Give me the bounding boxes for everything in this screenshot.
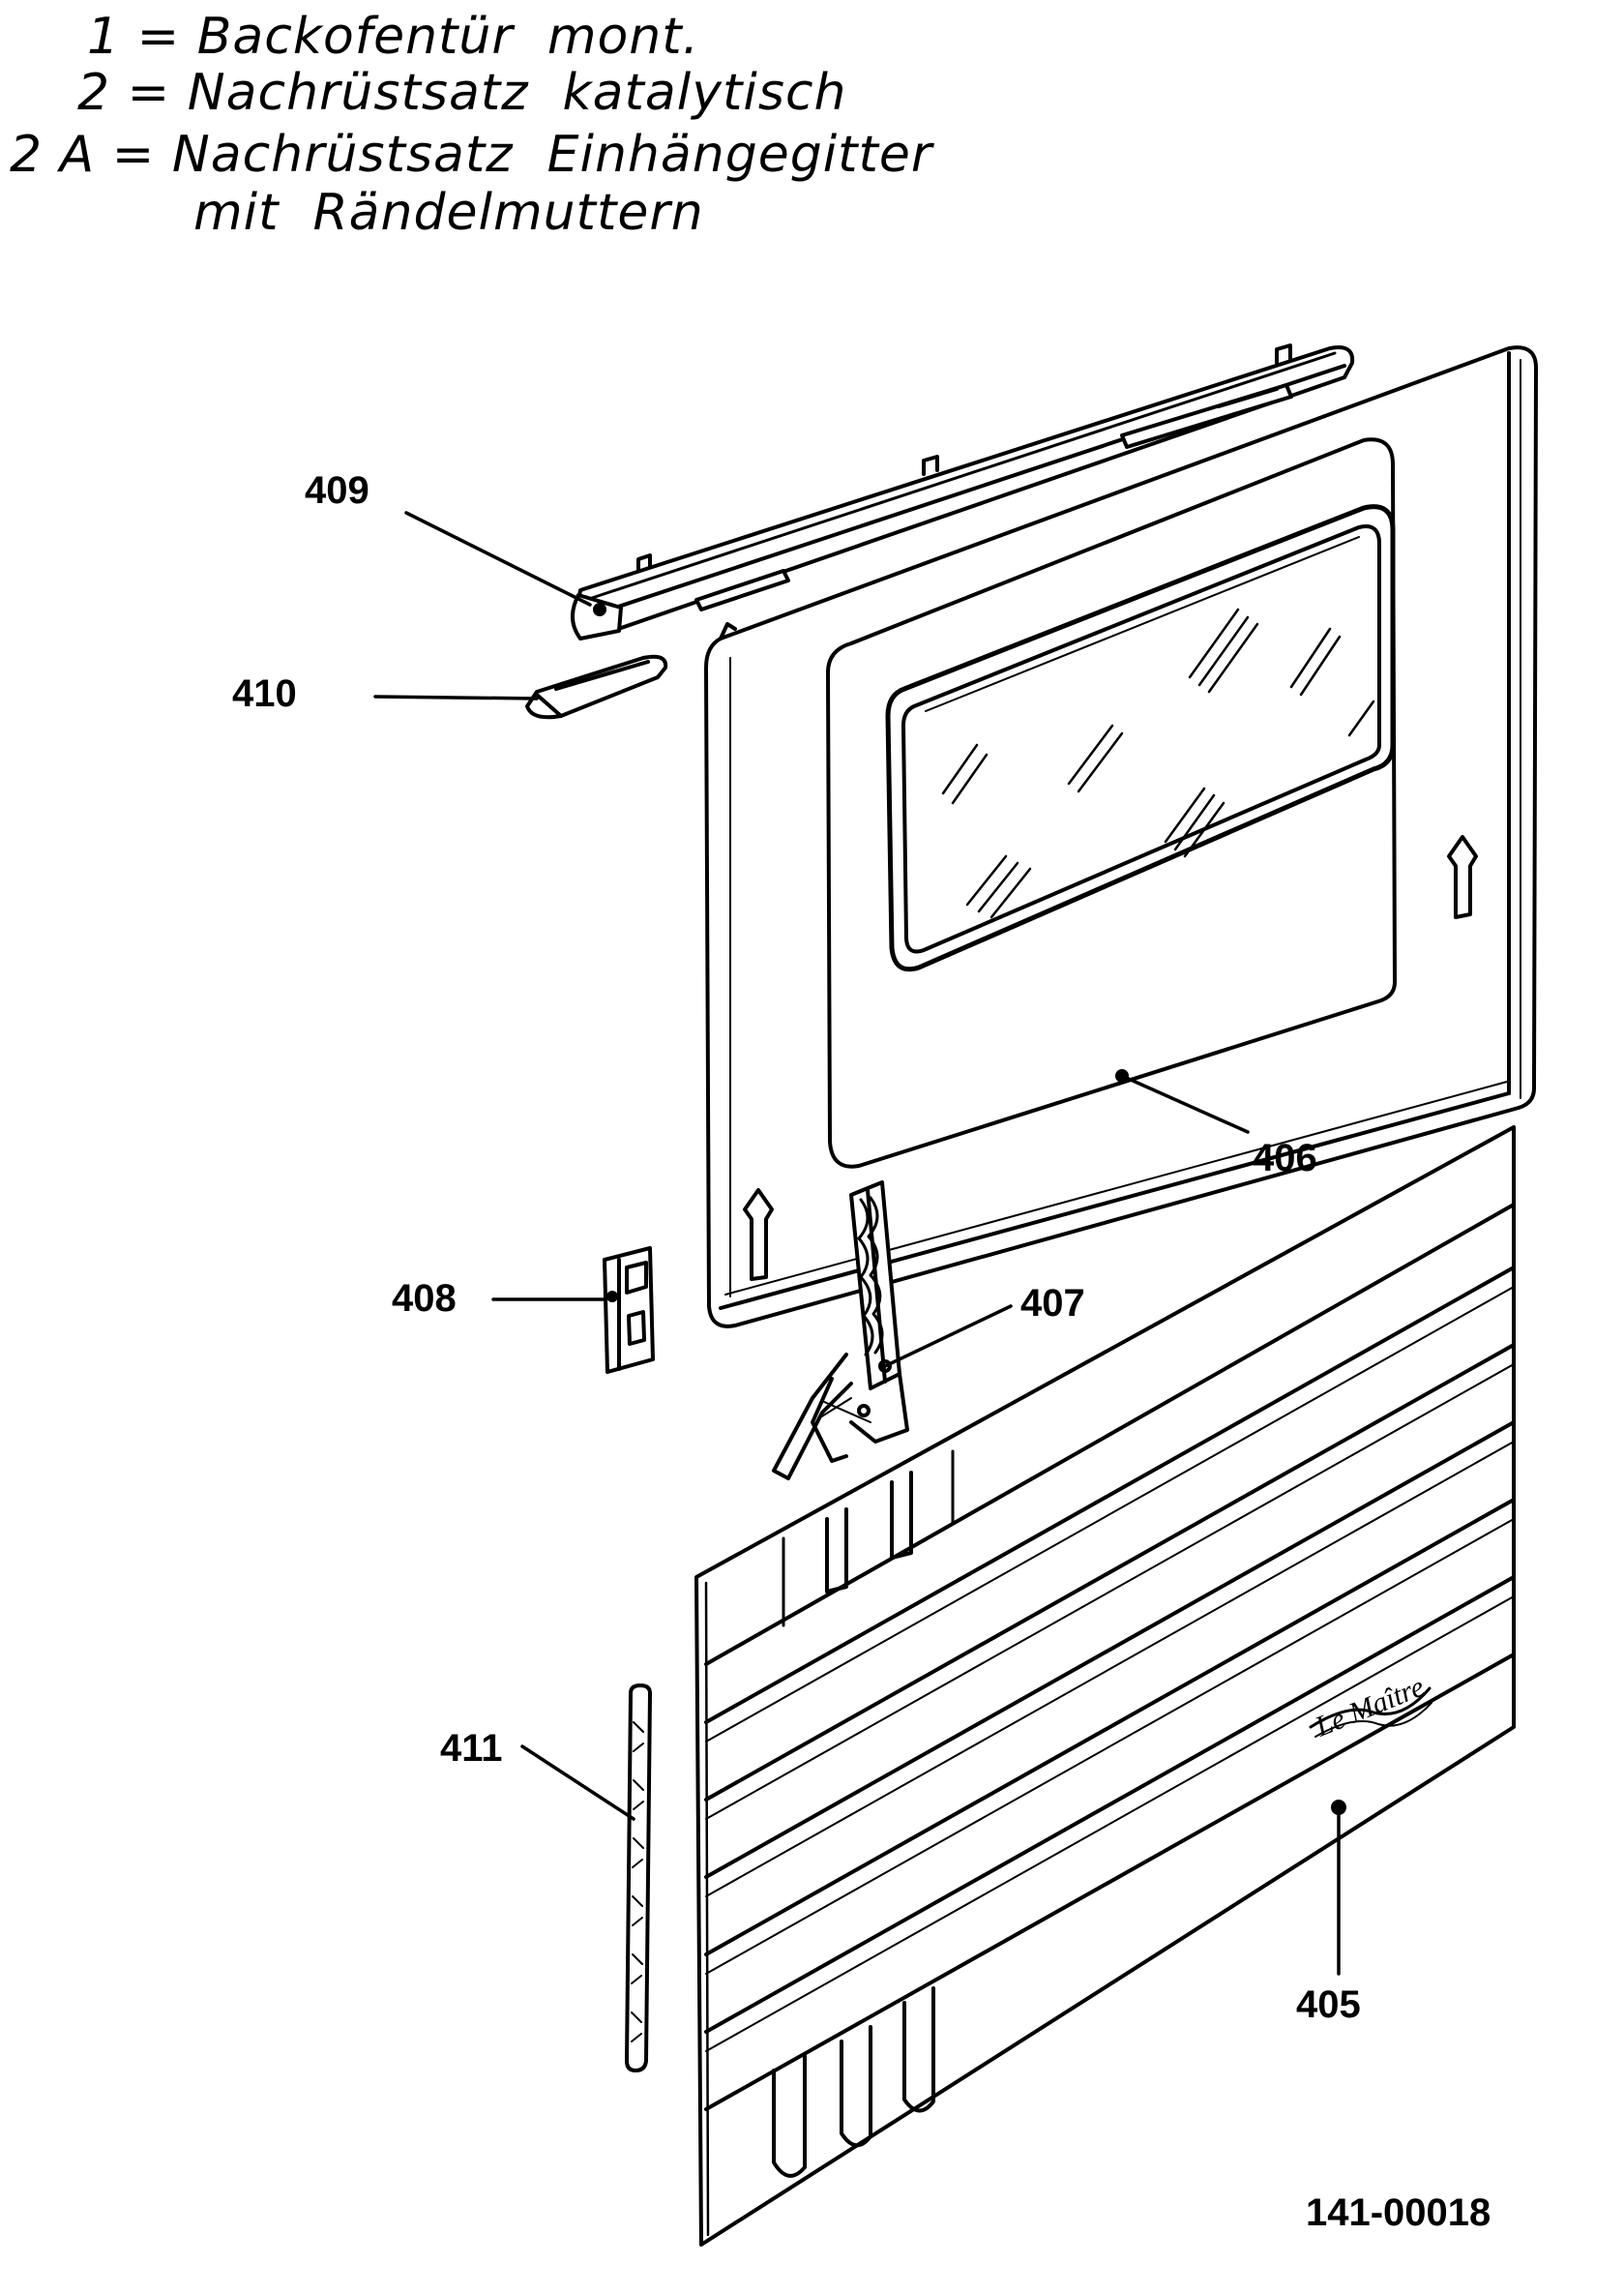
- part-406-inner-frame: [704, 345, 1538, 1328]
- callout-405: 405: [1296, 1983, 1361, 2026]
- part-408-bracket: [603, 1246, 655, 1374]
- leader-411: [520, 1744, 635, 1821]
- part-411-seal: [625, 1683, 652, 2072]
- legend-line-2: 2 = Nachrüstsatz katalytisch: [77, 64, 847, 122]
- legend-text-3: Nachrüstsatz Einhängegitter: [171, 126, 933, 184]
- callout-407: 407: [1020, 1282, 1085, 1325]
- callout-406: 406: [1253, 1137, 1317, 1179]
- leader-409: [404, 511, 592, 607]
- legend-line-4: mit Rändelmuttern: [193, 184, 704, 242]
- document-number: 141-00018: [1306, 2191, 1491, 2234]
- leader-407: [883, 1304, 1013, 1368]
- part-407-hinge: [772, 1180, 909, 1480]
- callout-408: 408: [392, 1277, 457, 1320]
- legend-text-4: mit Rändelmuttern: [193, 184, 704, 242]
- part-409-top-rail: [571, 343, 1355, 641]
- legend-num-1: 1: [87, 8, 121, 66]
- part-405-outer-panel: [694, 1125, 1516, 2247]
- legend-num-2: 2: [77, 64, 111, 122]
- leader-406: [1120, 1074, 1250, 1134]
- legend-line-1: 1 = Backofentür mont.: [87, 8, 700, 66]
- legend-text-1: Backofentür mont.: [196, 8, 700, 66]
- leader-410: [373, 695, 539, 700]
- legend-line-3: 2 A = Nachrüstsatz Einhängegitter: [10, 126, 933, 184]
- legend: 1 = Backofentür mont. 2 = Nachrüstsatz k…: [0, 0, 967, 252]
- part-410-slider: [525, 654, 668, 720]
- callout-411: 411: [440, 1727, 503, 1770]
- callout-409: 409: [305, 469, 369, 512]
- callout-410: 410: [232, 672, 297, 715]
- legend-num-3: 2 A: [10, 126, 96, 184]
- legend-text-2: Nachrüstsatz katalytisch: [187, 64, 847, 122]
